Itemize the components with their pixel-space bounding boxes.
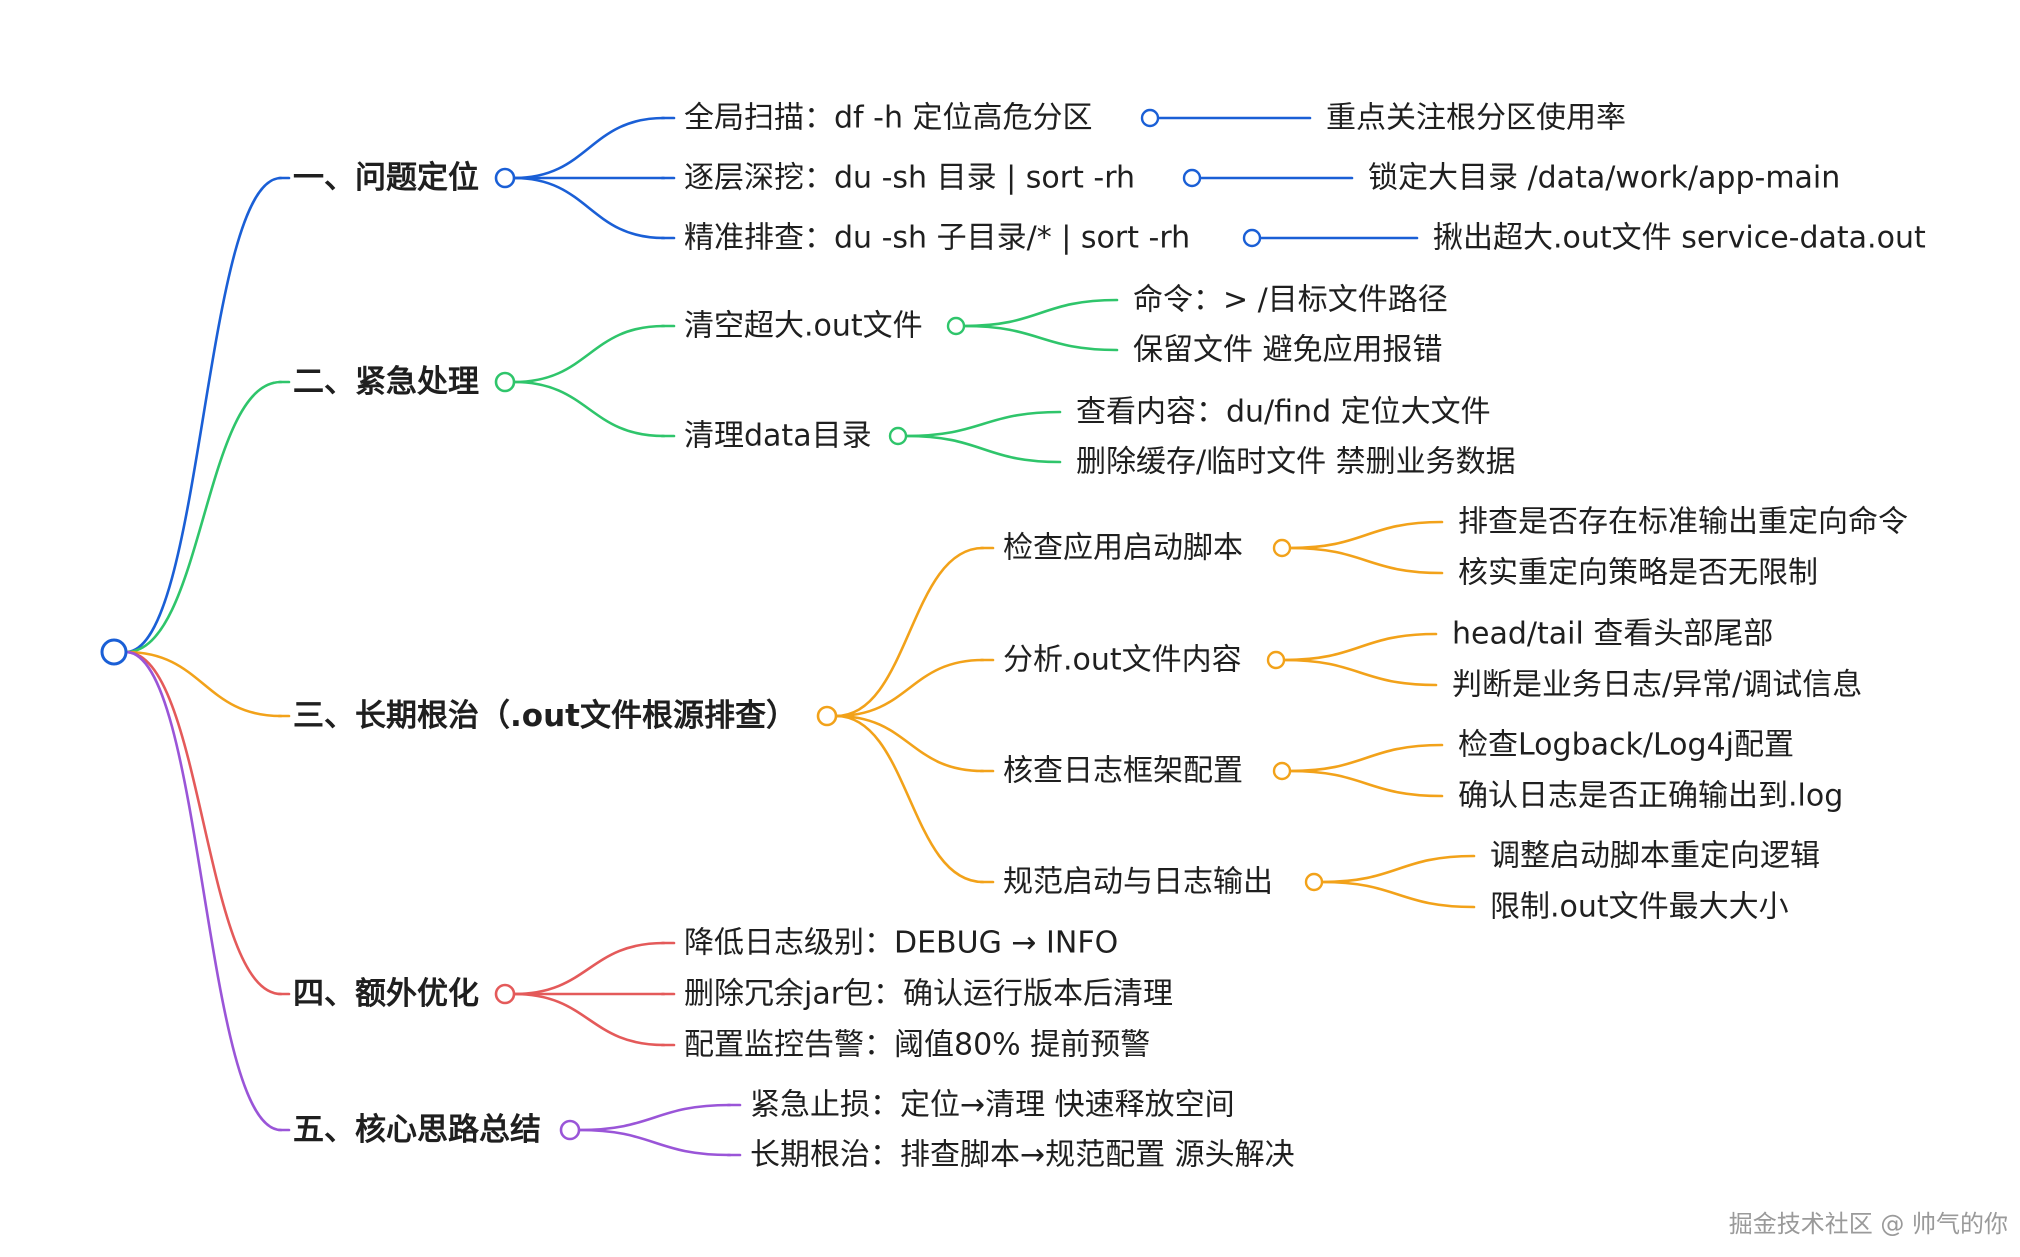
branch-1-child-3-connector bbox=[512, 176, 666, 240]
root-node-circle[interactable] bbox=[100, 638, 128, 666]
branch-1-child-3-leaf-1-label: 揪出超大.out文件 service-data.out bbox=[1433, 221, 1926, 256]
branch-2-connector bbox=[124, 380, 283, 654]
branch-3-child-4-label: 规范启动与日志输出 bbox=[1003, 865, 1273, 900]
branch-3-connector bbox=[124, 650, 283, 718]
branch-2-child-2-connector bbox=[512, 380, 666, 438]
branch-1-child-1-connector bbox=[512, 116, 666, 180]
branch-3-child-3-label: 核查日志框架配置 bbox=[1003, 754, 1243, 789]
branch-3-child-3-leaf-1-connector bbox=[1288, 743, 1444, 773]
branch-4-label: 四、额外优化 bbox=[293, 976, 479, 1012]
branch-3-child-1-leaf-2-connector bbox=[1288, 546, 1444, 575]
branch-2-child-2-label: 清理data目录 bbox=[684, 419, 872, 454]
connector-layer bbox=[124, 116, 1476, 1157]
branch-3-child-4-leaf-1-connector bbox=[1320, 854, 1476, 884]
branch-3-child-3-leaf-1-label: 检查Logback/Log4j配置 bbox=[1458, 728, 1794, 763]
branch-2-child-2-leaf-2-connector bbox=[904, 434, 1062, 464]
branch-5-label: 五、核心思路总结 bbox=[293, 1112, 541, 1148]
branch-3-child-3-leaf-2-connector bbox=[1288, 769, 1444, 798]
branch-5-connector bbox=[124, 650, 283, 1132]
branch-3-child-4-leaf-1-label: 调整启动脚本重定向逻辑 bbox=[1490, 839, 1820, 874]
branch-4-child-3-connector bbox=[512, 992, 666, 1047]
branch-3-child-1-leaf-1-connector bbox=[1288, 520, 1444, 550]
branch-1-child-3-label: 精准排查：du -sh 子目录/* | sort -rh bbox=[684, 221, 1190, 256]
branch-2-child-2-leaf-1-label: 查看内容：du/find 定位大文件 bbox=[1076, 395, 1491, 430]
branch-3-child-2-leaf-1-connector bbox=[1282, 632, 1438, 662]
branch-2-child-1-label: 清空超大.out文件 bbox=[684, 309, 923, 344]
branch-3-child-1-leaf-1-label: 排查是否存在标准输出重定向命令 bbox=[1458, 505, 1908, 540]
branch-4-connector bbox=[124, 650, 283, 996]
branch-2-child-1-node-circle[interactable] bbox=[946, 316, 966, 336]
branch-2-child-2-leaf-1-connector bbox=[904, 410, 1062, 438]
branch-1-child-2-node-circle[interactable] bbox=[1182, 168, 1202, 188]
branch-3-child-1-leaf-2-label: 核实重定向策略是否无限制 bbox=[1458, 556, 1818, 591]
branch-4-child-1-connector bbox=[512, 941, 666, 996]
branch-3-child-2-leaf-1-label: head/tail 查看头部尾部 bbox=[1452, 617, 1773, 652]
branch-5-node-circle[interactable] bbox=[559, 1119, 581, 1141]
branch-2-child-1-leaf-1-connector bbox=[962, 298, 1119, 328]
branch-1-child-1-label: 全局扫描：df -h 定位高危分区 bbox=[684, 101, 1093, 136]
branch-3-child-4-connector bbox=[834, 714, 985, 884]
branch-3-child-1-label: 检查应用启动脚本 bbox=[1003, 531, 1243, 566]
branch-1-child-1-node-circle[interactable] bbox=[1140, 108, 1160, 128]
branch-4-child-1-label: 降低日志级别：DEBUG → INFO bbox=[684, 926, 1118, 961]
branch-3-child-3-connector bbox=[834, 714, 985, 773]
branch-4-node-circle[interactable] bbox=[494, 983, 516, 1005]
branch-3-child-3-node-circle[interactable] bbox=[1272, 761, 1292, 781]
branch-3-child-1-connector bbox=[834, 546, 985, 718]
branch-4-child-3-label: 配置监控告警：阈值80% 提前预警 bbox=[684, 1028, 1150, 1063]
branch-2-child-1-connector bbox=[512, 324, 666, 384]
branch-5-child-1-connector bbox=[577, 1103, 732, 1132]
branch-2-child-2-node-circle[interactable] bbox=[888, 426, 908, 446]
branch-1-node-circle[interactable] bbox=[494, 167, 516, 189]
branch-3-child-2-leaf-2-connector bbox=[1282, 658, 1438, 687]
branch-5-child-2-label: 长期根治：排查脚本→规范配置 源头解决 bbox=[750, 1138, 1295, 1173]
branch-2-label: 二、紧急处理 bbox=[293, 364, 479, 400]
branch-3-child-4-leaf-2-label: 限制.out文件最大大小 bbox=[1490, 890, 1789, 925]
branch-2-child-1-leaf-2-connector bbox=[962, 324, 1119, 352]
branch-5-child-1-label: 紧急止损：定位→清理 快速释放空间 bbox=[750, 1088, 1235, 1123]
branch-1-child-1-leaf-1-label: 重点关注根分区使用率 bbox=[1326, 101, 1626, 136]
branch-2-node-circle[interactable] bbox=[494, 371, 516, 393]
branch-1-child-2-label: 逐层深挖：du -sh 目录 | sort -rh bbox=[684, 161, 1135, 196]
branch-1-connector bbox=[124, 176, 283, 654]
watermark: 掘金技术社区 @ 帅气的你 bbox=[1729, 1210, 2008, 1238]
branch-2-child-2-leaf-2-label: 删除缓存/临时文件 禁删业务数据 bbox=[1076, 445, 1516, 480]
branch-2-child-1-leaf-1-label: 命令：> /目标文件路径 bbox=[1133, 283, 1448, 318]
branch-3-label: 三、长期根治（.out文件根源排查） bbox=[293, 698, 797, 734]
branch-3-child-2-connector bbox=[834, 658, 985, 718]
branch-2-child-1-leaf-2-label: 保留文件 避免应用报错 bbox=[1133, 333, 1443, 368]
node-layer: 一、问题定位 全局扫描：df -h 定位高危分区 重点关注根分区使用率逐层深挖：du… bbox=[100, 101, 1926, 1173]
branch-3-child-4-leaf-2-connector bbox=[1320, 880, 1476, 909]
branch-1-child-3-node-circle[interactable] bbox=[1242, 228, 1262, 248]
branch-1-label: 一、问题定位 bbox=[293, 160, 479, 196]
branch-3-child-2-node-circle[interactable] bbox=[1266, 650, 1286, 670]
branch-3-child-2-label: 分析.out文件内容 bbox=[1003, 643, 1242, 678]
branch-3-node-circle[interactable] bbox=[816, 705, 838, 727]
branch-3-child-4-node-circle[interactable] bbox=[1304, 872, 1324, 892]
branch-3-child-2-leaf-2-label: 判断是业务日志/异常/调试信息 bbox=[1452, 668, 1862, 703]
branch-5-child-2-connector bbox=[577, 1128, 732, 1157]
branch-3-child-3-leaf-2-label: 确认日志是否正确输出到.log bbox=[1458, 779, 1843, 814]
branch-4-child-2-label: 删除冗余jar包：确认运行版本后清理 bbox=[684, 977, 1173, 1012]
branch-3-child-1-node-circle[interactable] bbox=[1272, 538, 1292, 558]
branch-1-child-2-leaf-1-label: 锁定大目录 /data/work/app-main bbox=[1368, 161, 1840, 196]
